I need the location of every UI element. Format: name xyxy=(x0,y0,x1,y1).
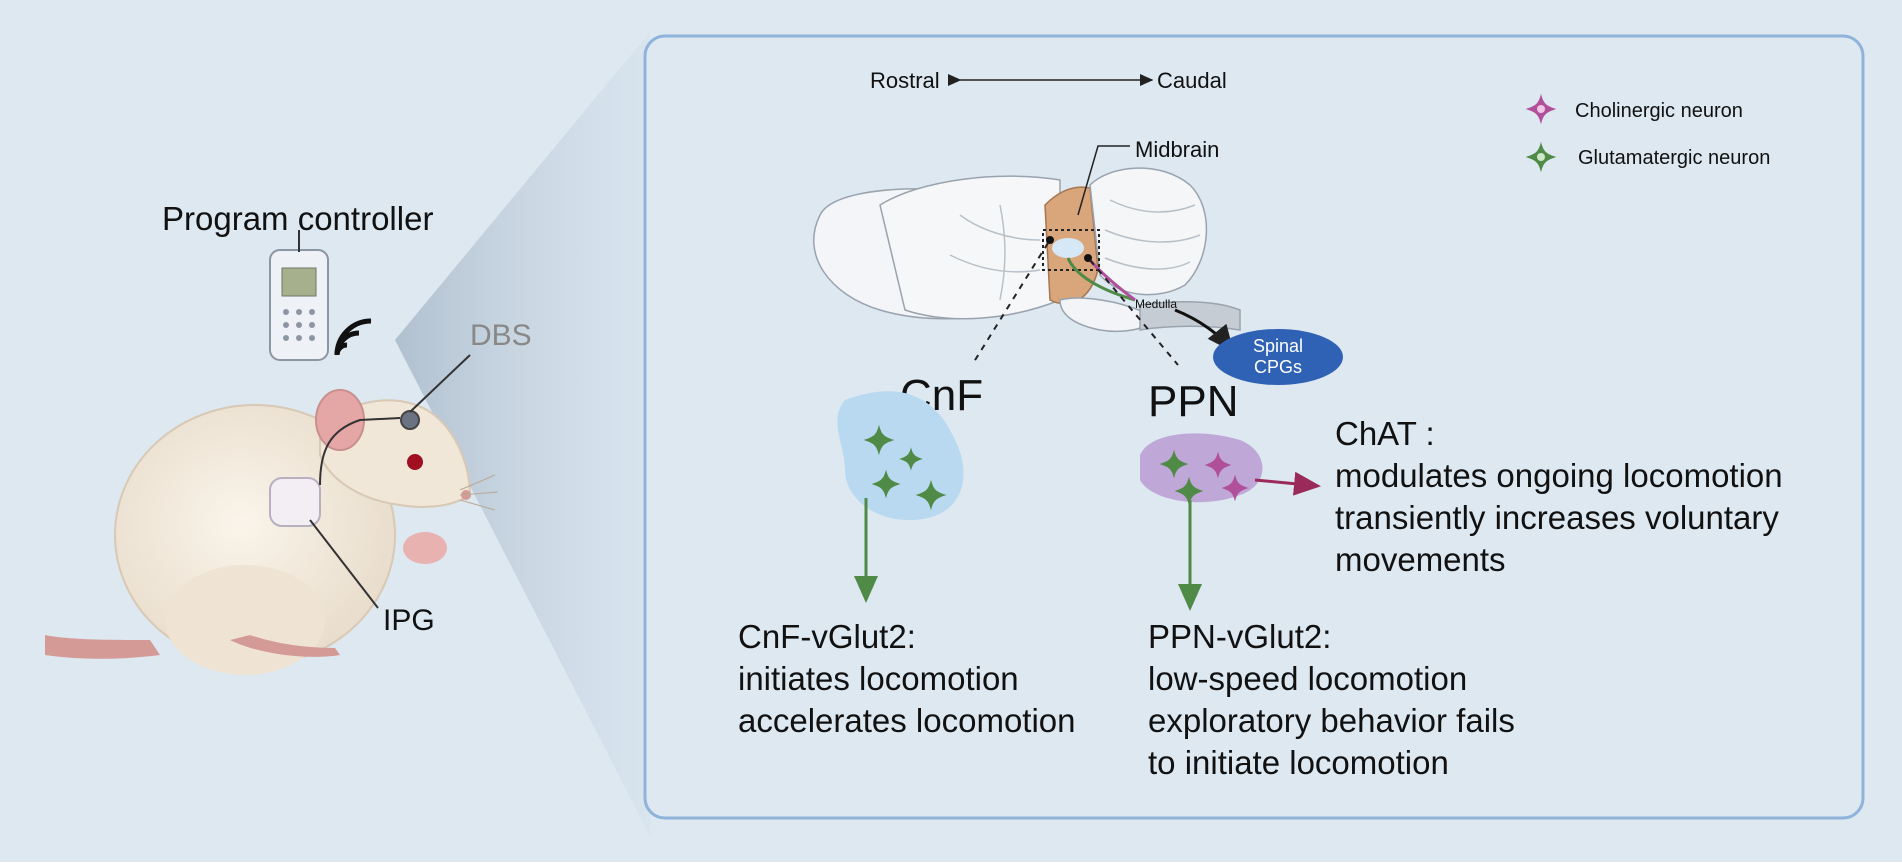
legend-cholinergic-label: Cholinergic neuron xyxy=(1575,100,1743,122)
ipg-device xyxy=(269,477,321,527)
legend-glutamatergic-label: Glutamatergic neuron xyxy=(1578,147,1770,169)
program-controller-device xyxy=(269,230,329,361)
dbs-label: DBS xyxy=(470,319,532,352)
midbrain-pointer xyxy=(1077,145,1130,216)
rat-ear xyxy=(315,389,365,451)
ppn-vglut2-title: PPN-vGlut2: xyxy=(1148,618,1331,655)
caudal-label: Caudal xyxy=(1157,68,1227,93)
lead-wire xyxy=(319,417,401,486)
ppn-vglut2-line-3: to initiate locomotion xyxy=(1148,744,1449,781)
rat-whiskers xyxy=(459,474,499,511)
dbs-pointer xyxy=(409,354,471,413)
chat-line-3: movements xyxy=(1335,541,1506,578)
ppn-vglut2-line-1: low-speed locomotion xyxy=(1148,660,1467,697)
chat-line-2: transiently increases voluntary xyxy=(1335,499,1779,536)
medulla-label: Medulla xyxy=(1135,297,1177,311)
dbs-electrode xyxy=(400,410,420,430)
legend: Cholinergic neuron Glutamatergic neuron xyxy=(1525,93,1770,173)
ipg-label: IPG xyxy=(383,604,435,637)
cerebrum xyxy=(879,175,1061,320)
rat-brain-sagittal xyxy=(813,167,1241,333)
cnf-vglut2-title: CnF-vGlut2: xyxy=(738,618,916,655)
midbrain-label: Midbrain xyxy=(1135,137,1219,162)
stimulation-beam xyxy=(395,32,650,836)
ppn-label: PPN xyxy=(1148,377,1238,426)
rat-tail xyxy=(45,635,160,659)
wireless-signal-icon xyxy=(334,318,372,356)
ppn-vglut2-line-2: exploratory behavior fails xyxy=(1148,702,1515,739)
ppn-region xyxy=(1140,433,1263,503)
cnf-vglut2-line-1: initiates locomotion xyxy=(738,660,1019,697)
spinal-cpgs-node xyxy=(1213,329,1343,385)
chat-line-1: modulates ongoing locomotion xyxy=(1335,457,1783,494)
spinal-label: Spinal xyxy=(1253,336,1303,356)
ipg-pointer xyxy=(309,519,379,609)
chat-arrow xyxy=(1254,471,1321,496)
cnf-vglut2-line-2: accelerates locomotion xyxy=(738,702,1076,739)
chat-title: ChAT : xyxy=(1335,415,1435,452)
rostral-label: Rostral xyxy=(870,68,940,93)
cpgs-label: CPGs xyxy=(1254,357,1302,377)
rat-hind-foot xyxy=(230,635,340,657)
glutamatergic-projection xyxy=(1066,257,1136,302)
rat-hind-leg xyxy=(165,565,325,675)
program-controller-label: Program controller xyxy=(162,200,433,237)
rat-front-paw xyxy=(403,532,447,564)
rat-eye xyxy=(407,454,423,470)
rat-illustration xyxy=(45,389,499,675)
